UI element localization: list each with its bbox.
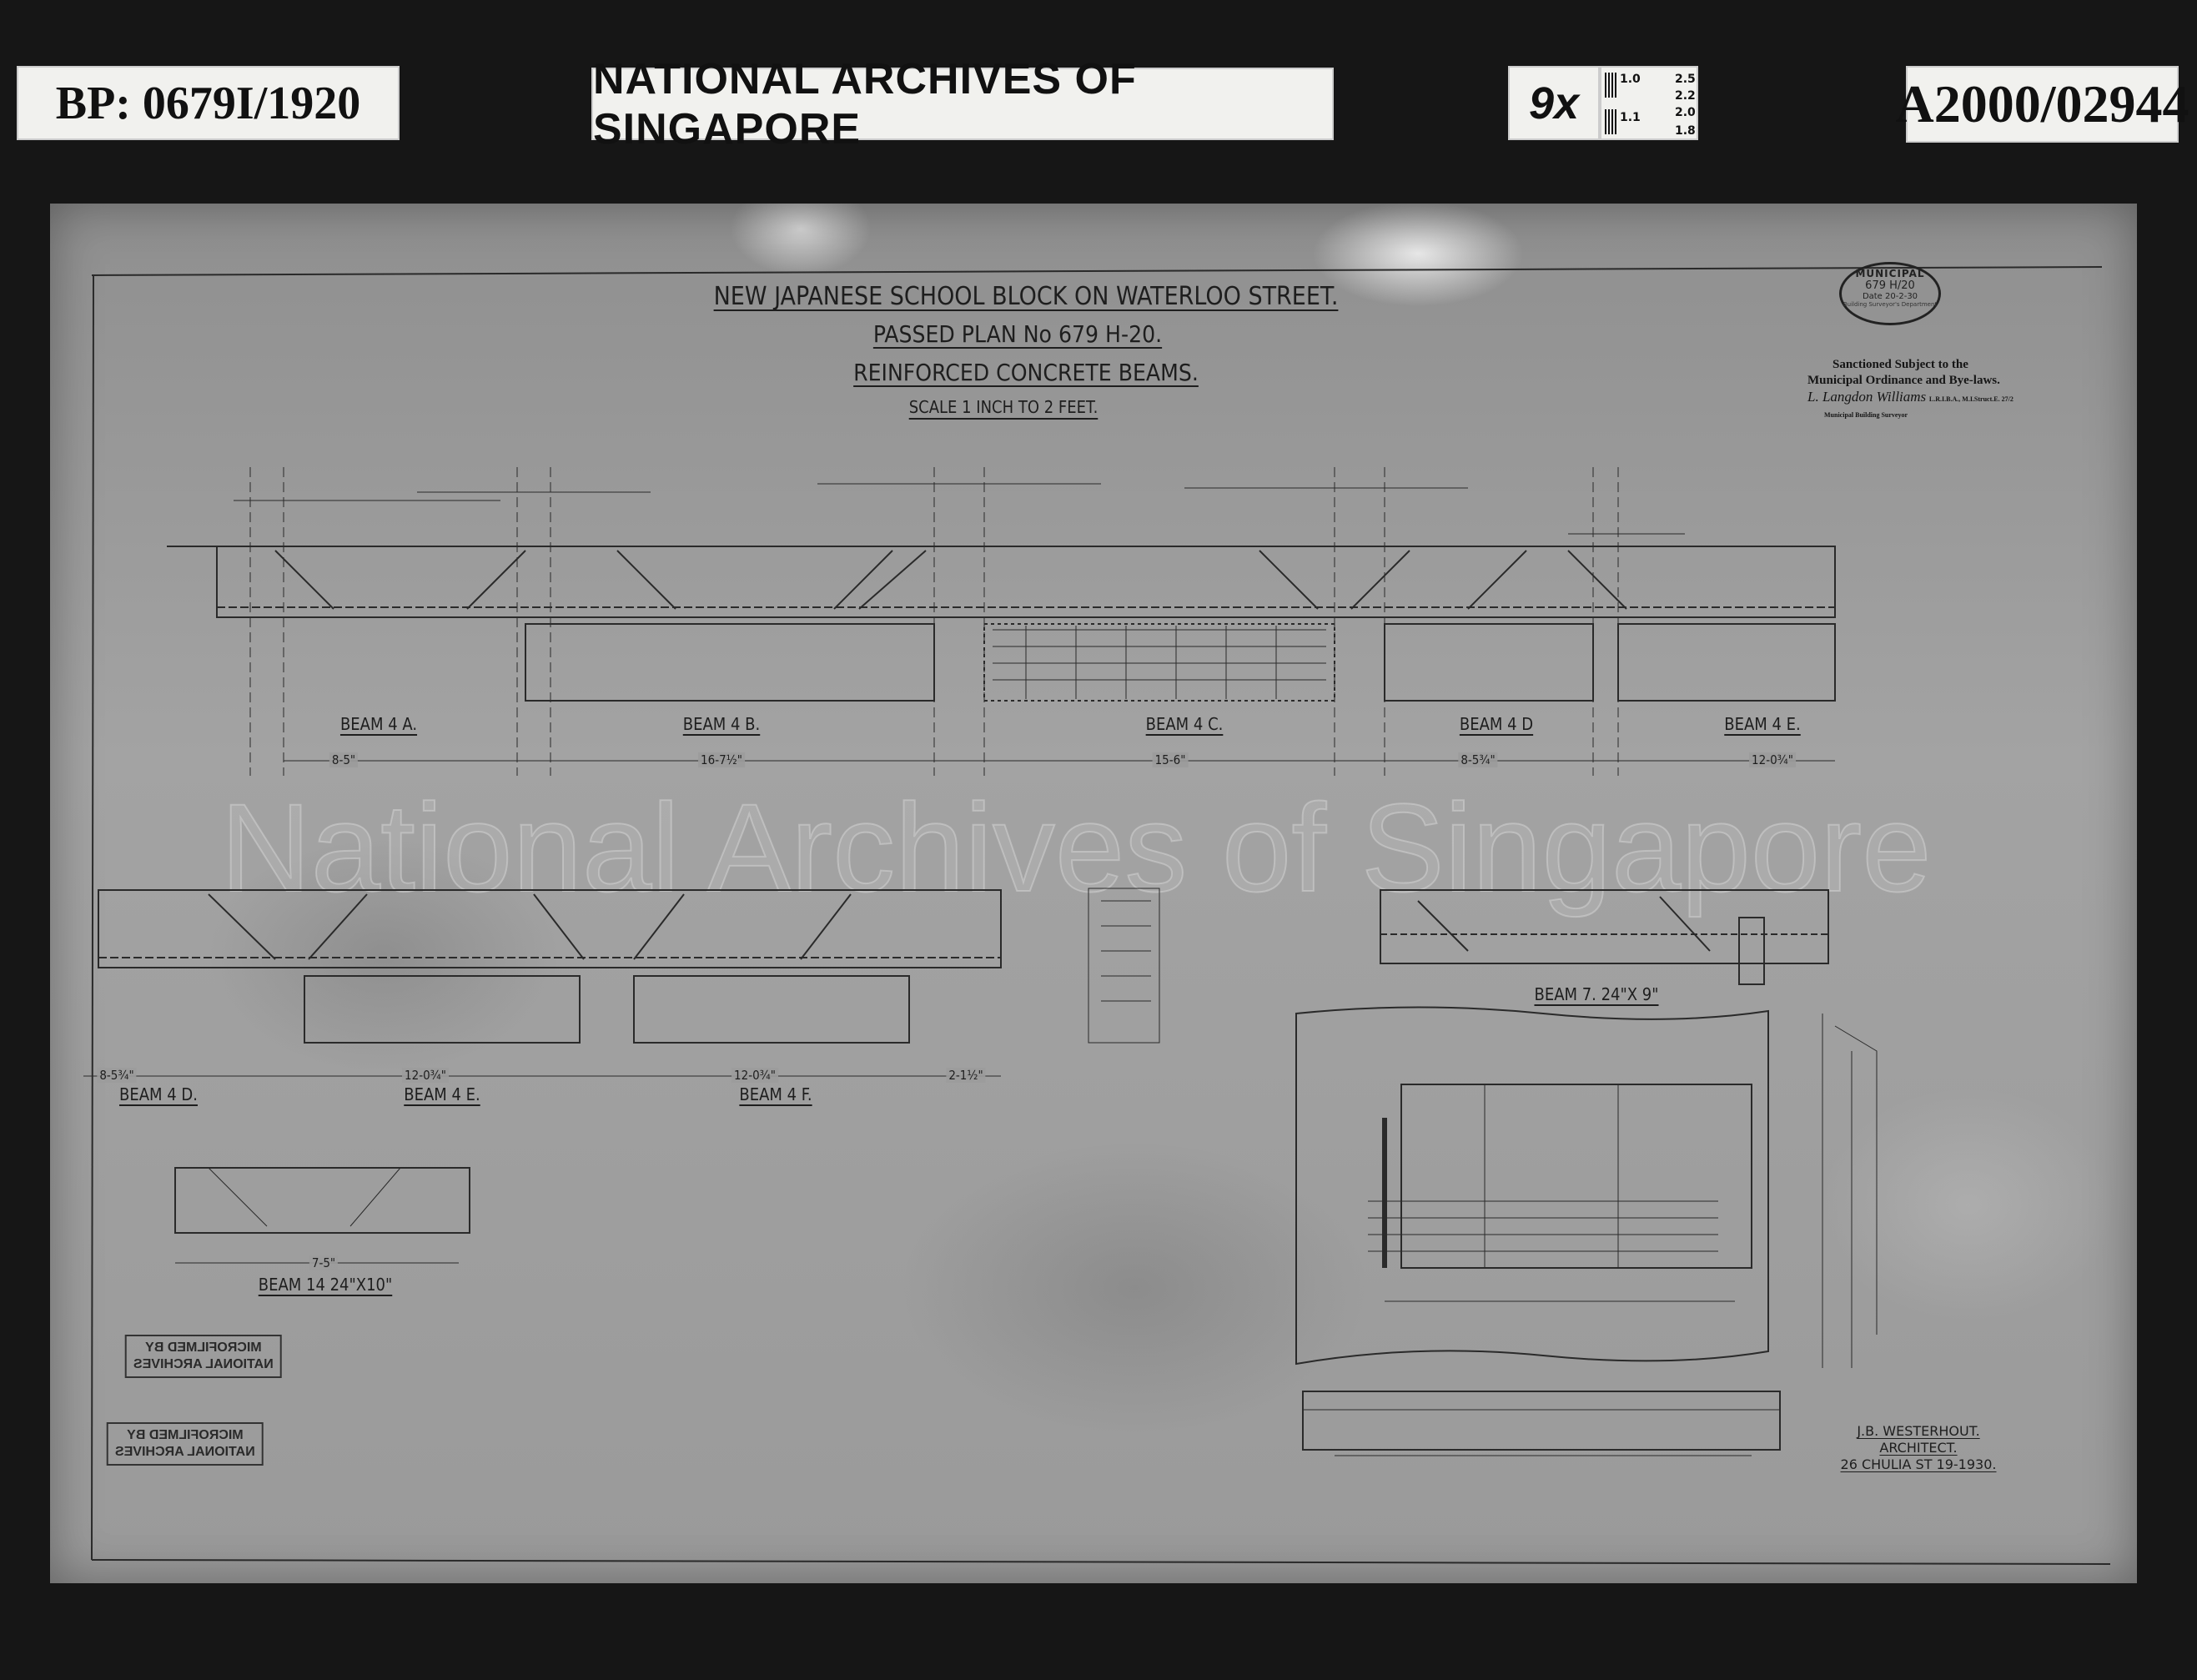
beam-14-label: BEAM 14 24"X10" bbox=[258, 1275, 393, 1295]
microfilm-line-1: MICROFILMED BY bbox=[145, 1340, 262, 1355]
stamp-date: Date 20-2-30 bbox=[1862, 292, 1918, 301]
drawing-title: NEW JAPANESE SCHOOL BLOCK ON WATERLOO ST… bbox=[713, 282, 1339, 311]
signature: L. Langdon Williams bbox=[1807, 389, 1927, 405]
res-1-1: 1.1 bbox=[1620, 111, 1641, 124]
beam-label: BEAM 4 A. bbox=[339, 714, 418, 734]
span-dimension: 8-5¾" bbox=[97, 1068, 137, 1083]
microfilm-line-1: MICROFILMED BY bbox=[127, 1428, 244, 1442]
municipal-stamp: MUNICIPAL 679 H/20 Date 20-2-30 Building… bbox=[1839, 262, 1941, 325]
span-dimension: 8-5¾" bbox=[1458, 752, 1498, 767]
res-1-0: 1.0 bbox=[1620, 73, 1641, 86]
stamp-number: 679 H/20 bbox=[1865, 279, 1915, 292]
beam-7-label: BEAM 7. 24"X 9" bbox=[1534, 984, 1659, 1004]
resolution-chart: 1.0 1.1 2.5 2.2 2.0 1.8 bbox=[1600, 66, 1698, 140]
res-2-0: 2.0 bbox=[1675, 106, 1696, 119]
signature-credentials: L.R.I.B.A., M.I.Struct.E. 27/2 bbox=[1928, 395, 2013, 403]
top-row-beams bbox=[167, 546, 1836, 702]
watermark: National Archives of Singapore bbox=[219, 777, 1932, 918]
beam-label: BEAM 4 F. bbox=[739, 1084, 812, 1104]
span-dimension: 12-0¾" bbox=[731, 1068, 778, 1083]
beam-label: BEAM 4 E. bbox=[404, 1084, 480, 1104]
span-dimension: 15-6" bbox=[1152, 752, 1189, 767]
beam-label: BEAM 4 D bbox=[1459, 714, 1534, 734]
sanction-line-1: Sanctioned Subject to the bbox=[1833, 358, 1968, 371]
section-drawing bbox=[1295, 1006, 1878, 1368]
resolution-bars bbox=[1605, 73, 1616, 98]
top-dimension-lines bbox=[234, 467, 1835, 776]
microfilm-line-2: NATIONAL ARCHIVES bbox=[115, 1445, 255, 1459]
span-dimension: 12-0¾" bbox=[1749, 752, 1796, 767]
span-dimension: 2-1½" bbox=[946, 1068, 986, 1083]
microfilm-line-2: NATIONAL ARCHIVES bbox=[133, 1357, 274, 1371]
blueprint-sheet bbox=[50, 204, 2137, 1583]
accession-number: A2000/02944 bbox=[1896, 66, 2189, 143]
bottom-beam-drawing bbox=[1302, 1391, 1781, 1456]
drawing-subject: REINFORCED CONCRETE BEAMS. bbox=[853, 359, 1199, 386]
span-dimension: 8-5" bbox=[329, 752, 359, 767]
beam-14-drawing bbox=[174, 1167, 470, 1264]
stamp-office: Building Surveyor's Department bbox=[1843, 301, 1938, 308]
microfilm-stamp: MICROFILMED BY NATIONAL ARCHIVES bbox=[125, 1335, 282, 1378]
stamp-heading: MUNICIPAL bbox=[1855, 268, 1925, 279]
magnification-label: 9x bbox=[1508, 66, 1600, 140]
beam-label: BEAM 4 C. bbox=[1145, 714, 1224, 734]
border-top bbox=[91, 266, 2103, 276]
beam-label: BEAM 4 B. bbox=[682, 714, 761, 734]
drawing-scale: SCALE 1 INCH TO 2 FEET. bbox=[908, 397, 1098, 417]
sanction-line-4: Municipal Building Surveyor bbox=[1824, 411, 1908, 419]
beam-label: BEAM 4 E. bbox=[1724, 714, 1801, 734]
beam-7-drawing bbox=[1380, 889, 1829, 985]
res-2-2: 2.2 bbox=[1675, 89, 1696, 103]
beam-label: BEAM 4 D. bbox=[119, 1084, 198, 1104]
res-2-5: 2.5 bbox=[1675, 73, 1696, 86]
span-dimension: 12-0¾" bbox=[402, 1068, 449, 1083]
span-dimension: 16-7½" bbox=[698, 752, 745, 767]
architect-name: J.B. WESTERHOUT. bbox=[1857, 1423, 1980, 1439]
border-bottom bbox=[91, 1559, 2111, 1565]
beam-14-span: 7-5" bbox=[309, 1255, 339, 1270]
res-1-8: 1.8 bbox=[1675, 124, 1696, 138]
passed-plan-number: PASSED PLAN No 679 H-20. bbox=[872, 320, 1163, 348]
border-left bbox=[91, 274, 94, 1561]
microfilm-stamp: MICROFILMED BY NATIONAL ARCHIVES bbox=[107, 1422, 264, 1466]
architect-block: J.B. WESTERHOUT. ARCHITECT. 26 CHULIA ST… bbox=[1841, 1423, 1997, 1473]
resolution-bars bbox=[1605, 109, 1616, 134]
bp-label: BP: 0679I/1920 bbox=[17, 66, 400, 140]
architect-address: 26 CHULIA ST 19-1930. bbox=[1840, 1456, 1997, 1472]
architect-title: ARCHITECT. bbox=[1879, 1440, 1958, 1456]
middle-row-beams bbox=[83, 888, 1160, 1077]
sanction-line-2: Municipal Ordinance and Bye-laws. bbox=[1807, 374, 2000, 387]
sanction-block: Sanctioned Subject to the Municipal Ordi… bbox=[1807, 357, 2013, 423]
